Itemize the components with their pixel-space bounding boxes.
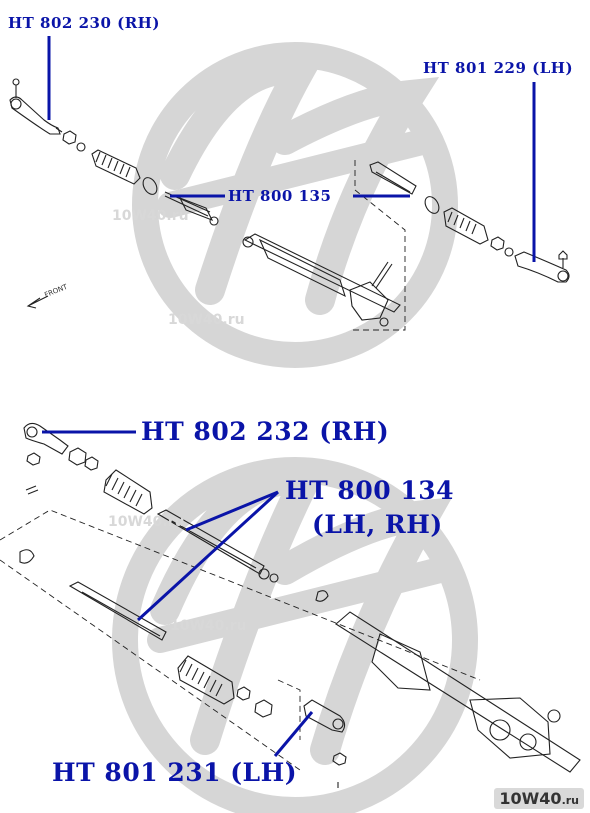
- watermark-text-2: 10W40.ru: [168, 312, 245, 328]
- bottom-rh-tie-rod-end: [23, 422, 69, 466]
- bottom-lh-nuts: [236, 686, 273, 718]
- top-steering-rack: [242, 233, 401, 327]
- top-front-arrow: [26, 295, 49, 309]
- watermark-text-1: 10W40.ru: [112, 208, 189, 224]
- watermark-text-4: 10W40.ru: [170, 618, 247, 634]
- top-dashed-outline: [350, 160, 406, 331]
- watermark-logo-top: [132, 42, 458, 368]
- top-exploded-diagram: [9, 78, 570, 331]
- top-leader-lines: [47, 36, 536, 262]
- top-rh-tie-rod-end: [9, 78, 63, 135]
- label-top-inner-tie-rod: HT 800 135: [228, 187, 332, 205]
- top-lh-clamp: [424, 196, 440, 214]
- top-lh-nut: [490, 236, 514, 257]
- watermark-logo-bottom: [112, 457, 478, 813]
- bottom-exploded-diagram: [0, 422, 581, 788]
- bottom-lh-inner-rod: [68, 581, 167, 641]
- top-rh-clamp: [142, 177, 158, 195]
- bottom-dashed-outline: [0, 509, 481, 771]
- bottom-rh-boot: [103, 469, 153, 515]
- top-lh-boot: [443, 207, 489, 245]
- label-bottom-inner-tie-rod-sides: (LH, RH): [312, 510, 443, 539]
- label-bottom-lh-tie-rod-end: HT 801 231 (LH): [52, 758, 298, 787]
- top-lh-tie-rod-end: [514, 250, 570, 283]
- bottom-rh-inner-rod: [156, 509, 279, 583]
- label-bottom-inner-tie-rod: HT 800 134: [285, 476, 455, 505]
- bottom-rh-nuts: [25, 447, 99, 495]
- top-rh-nut: [62, 130, 86, 152]
- bottom-steering-gear: [19, 549, 581, 773]
- bottom-lh-boot: [177, 655, 235, 705]
- top-rh-boot: [91, 149, 141, 185]
- bottom-leader-lines: [42, 430, 314, 757]
- bottom-lh-tie-rod-end: [303, 699, 347, 788]
- label-top-lh-tie-rod-end: HT 801 229 (LH): [423, 59, 574, 77]
- watermark-badge: 10W40.ru: [494, 788, 584, 809]
- label-top-rh-tie-rod-end: HT 802 230 (RH): [8, 14, 160, 32]
- top-lh-inner-rod: [369, 161, 417, 195]
- watermark-text-3: 10W40.ru: [108, 514, 185, 530]
- label-bottom-rh-tie-rod-end: HT 802 232 (RH): [141, 417, 390, 446]
